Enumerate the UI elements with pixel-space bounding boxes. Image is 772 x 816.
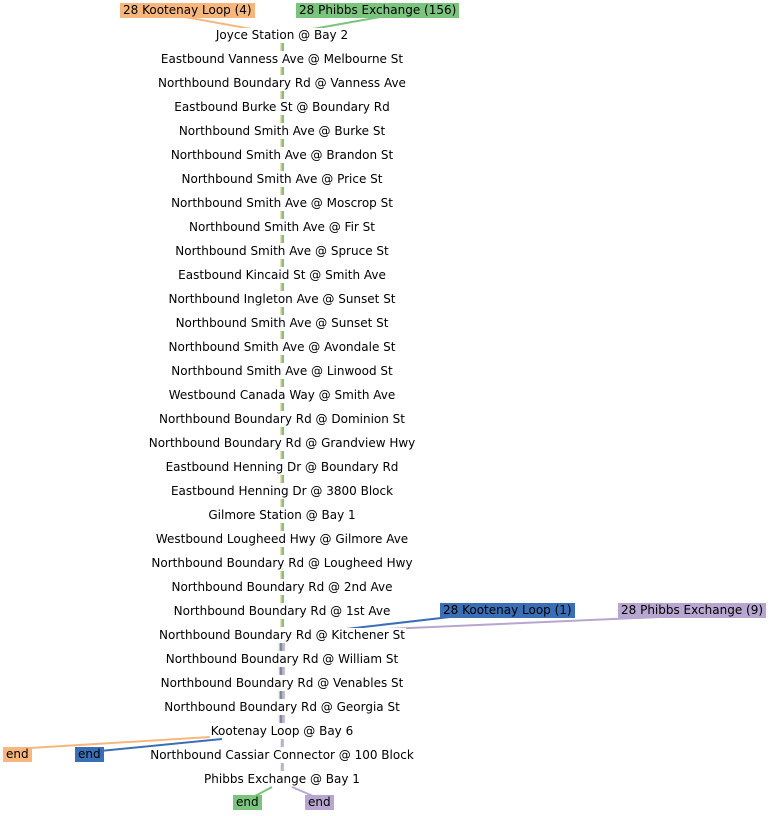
stop-label: Joyce Station @ Bay 2 <box>214 28 350 42</box>
connector-kootenay-loop-4-end <box>29 736 211 749</box>
stop-label: Northbound Ingleton Ave @ Sunset St <box>167 292 397 306</box>
stop-label: Westbound Lougheed Hwy @ Gilmore Ave <box>154 532 410 546</box>
connector-kootenay-loop-1-end <box>99 738 223 752</box>
stop-label: Eastbound Kincaid St @ Smith Ave <box>177 268 387 282</box>
stop-label: Northbound Smith Ave @ Avondale St <box>167 340 397 354</box>
stop-label: Northbound Smith Ave @ Spruce St <box>174 244 390 258</box>
stop-label: Eastbound Henning Dr @ Boundary Rd <box>164 460 400 474</box>
stop-label: Northbound Smith Ave @ Brandon St <box>169 148 395 162</box>
route-label-phibbs-exchange-9: 28 Phibbs Exchange (9) <box>618 603 767 618</box>
stop-label: Northbound Cassiar Connector @ 100 Block <box>149 748 415 762</box>
route-label-kootenay-loop-4: 28 Kootenay Loop (4) <box>120 3 255 18</box>
stop-label: Northbound Smith Ave @ Sunset St <box>174 316 390 330</box>
stop-label: Northbound Boundary Rd @ Georgia St <box>163 700 401 714</box>
connector-phibbs-exchange-9-end <box>291 786 314 797</box>
route-label-kootenay-loop-1: 28 Kootenay Loop (1) <box>440 603 575 618</box>
stop-label: Northbound Smith Ave @ Fir St <box>188 220 376 234</box>
connector-kootenay-loop-1-start <box>336 616 451 631</box>
stop-label: Eastbound Henning Dr @ 3800 Block <box>169 484 395 498</box>
stop-label: Eastbound Vanness Ave @ Melbourne St <box>159 52 405 66</box>
stop-label: Kootenay Loop @ Bay 6 <box>209 724 355 738</box>
stop-label: Westbound Canada Way @ Smith Ave <box>167 388 397 402</box>
stop-label: Northbound Boundary Rd @ Lougheed Hwy <box>150 556 414 570</box>
end-label-phibbs-exchange-156: end <box>233 795 262 810</box>
stop-label: Northbound Boundary Rd @ Venables St <box>159 676 405 690</box>
stop-label: Northbound Boundary Rd @ 1st Ave <box>172 604 392 618</box>
stop-label: Northbound Smith Ave @ Moscrop St <box>170 196 394 210</box>
end-label-phibbs-exchange-9: end <box>305 795 334 810</box>
stop-label: Northbound Boundary Rd @ Grandview Hwy <box>147 436 417 450</box>
stop-label: Northbound Smith Ave @ Price St <box>180 172 384 186</box>
stop-label: Northbound Boundary Rd @ Vanness Ave <box>157 76 407 90</box>
stop-label: Northbound Boundary Rd @ Kitchener St <box>158 628 406 642</box>
route-label-phibbs-exchange-156: 28 Phibbs Exchange (156) <box>296 3 460 18</box>
stop-label: Phibbs Exchange @ Bay 1 <box>203 772 361 786</box>
connector-kootenay-loop-4-start <box>184 16 258 31</box>
stop-label: Northbound Smith Ave @ Linwood St <box>170 364 394 378</box>
connector-phibbs-exchange-156-start <box>306 16 381 31</box>
stop-label: Northbound Boundary Rd @ 2nd Ave <box>170 580 394 594</box>
stop-label: Northbound Boundary Rd @ William St <box>164 652 400 666</box>
stop-label: Northbound Boundary Rd @ Dominion St <box>158 412 406 426</box>
stop-label: Gilmore Station @ Bay 1 <box>207 508 357 522</box>
end-label-kootenay-loop-1: end <box>75 747 104 762</box>
stop-label: Eastbound Burke St @ Boundary Rd <box>173 100 391 114</box>
stop-label: Northbound Smith Ave @ Burke St <box>177 124 387 138</box>
connector-phibbs-exchange-156-end <box>254 786 273 797</box>
connector-phibbs-exchange-9-start <box>386 616 661 630</box>
end-label-kootenay-loop-4: end <box>3 747 32 762</box>
